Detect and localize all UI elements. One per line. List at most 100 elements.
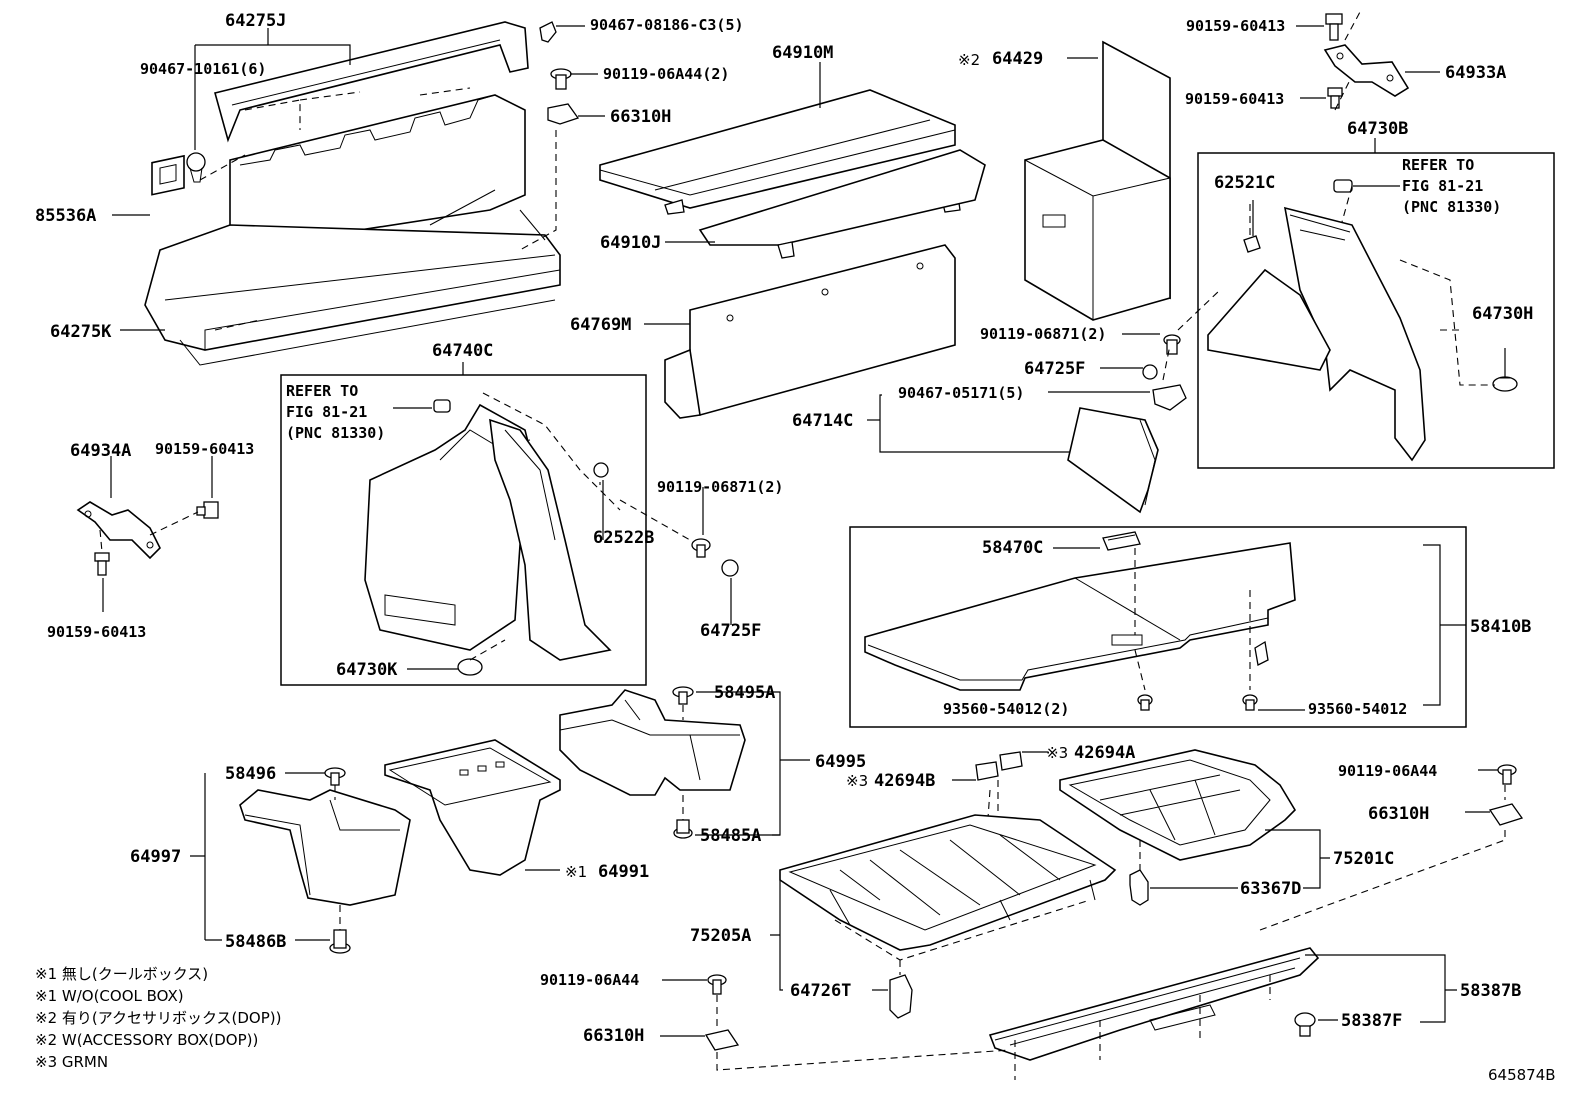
screw-93560-54012-a	[1137, 694, 1153, 711]
clip-58410B-hook	[1254, 640, 1269, 666]
clip-66310H-bottom	[704, 1029, 740, 1051]
screw-90119-06A44-right	[1497, 764, 1517, 785]
label-64714C: 64714C	[792, 411, 853, 431]
part-58410B	[864, 542, 1296, 691]
label-58387B: 58387B	[1460, 981, 1521, 1001]
part-64730B	[1207, 206, 1426, 462]
label-90159-60413-a: 90159-60413	[1186, 17, 1285, 35]
part-42694B	[975, 761, 999, 781]
part-42694A	[999, 751, 1023, 771]
part-85536A	[151, 154, 185, 196]
screw-90119-06A44-top	[550, 68, 572, 90]
label-63367D: 63367D	[1240, 879, 1301, 899]
label-58470C: 58470C	[982, 538, 1043, 558]
label-64275K: 64275K	[50, 322, 112, 342]
legend-line-3: ※2 有り(アクセサリボックス(DOP))	[35, 1009, 282, 1027]
clip-66310H-right	[1488, 803, 1524, 826]
refer-64740C-line2: FIG 81-21	[286, 403, 367, 421]
label-64933A: 64933A	[1445, 63, 1506, 83]
part-64995	[559, 689, 746, 796]
label-75201C: 75201C	[1333, 849, 1394, 869]
part-64997	[239, 789, 411, 906]
label-64997: 64997	[130, 847, 181, 867]
label-58486B: 58486B	[225, 932, 286, 952]
label-64910M: 64910M	[772, 43, 833, 63]
refer-64740C-line3: (PNC 81330)	[286, 424, 385, 442]
part-64934A	[76, 501, 161, 560]
label-85536A: 85536A	[35, 206, 96, 226]
label-62522B: 62522B	[593, 528, 654, 548]
label-90159-60413-c: 90159-60413	[155, 440, 254, 458]
part-64933A	[1323, 44, 1410, 97]
screw-90119-06A44-bottom	[707, 974, 727, 995]
label-64910J: 64910J	[600, 233, 661, 253]
label-66310H-bottom: 66310H	[583, 1026, 644, 1046]
label-58495A: 58495A	[714, 683, 775, 703]
mark-3-42694B: ※3	[846, 772, 868, 790]
part-58387B	[988, 947, 1320, 1061]
label-90467-10161: 90467-10161(6)	[140, 60, 266, 78]
label-66310H-top: 66310H	[610, 107, 671, 127]
clip-90467-10161	[186, 152, 206, 183]
label-64995: 64995	[815, 752, 866, 772]
mark-3-42694A: ※3	[1046, 744, 1068, 762]
bolt-90159-60413-a	[1325, 13, 1343, 41]
part-75201C	[1059, 749, 1297, 861]
label-90119-06A44-right: 90119-06A44	[1338, 762, 1437, 780]
label-64991: 64991	[598, 862, 649, 882]
frame-64730B	[1197, 152, 1555, 469]
label-64725F-b: 64725F	[700, 621, 761, 641]
clip-refer-64740C	[433, 399, 451, 413]
clip-58486B	[329, 929, 351, 954]
clip-90467-08186	[539, 21, 557, 43]
clip-58387F	[1294, 1012, 1316, 1037]
clip-63367D	[1129, 869, 1149, 906]
label-64429: 64429	[992, 49, 1043, 69]
label-58387F: 58387F	[1341, 1011, 1402, 1031]
part-64769M	[664, 244, 956, 419]
part-64275K	[144, 94, 561, 366]
label-64725F-a: 64725F	[1024, 359, 1085, 379]
bolt-90159-60413-b	[1327, 87, 1343, 109]
bolt-90159-60413-c	[196, 501, 219, 519]
screw-58495A	[672, 686, 694, 705]
label-42694B: 42694B	[874, 771, 935, 791]
label-90119-06A44-2: 90119-06A44(2)	[603, 65, 729, 83]
clip-62521C	[1243, 235, 1261, 253]
part-64910J	[698, 149, 986, 259]
bolt-90159-60413-d	[94, 552, 110, 576]
mark-2-64429: ※2	[958, 51, 980, 69]
screw-93560-54012-b	[1242, 694, 1258, 711]
screw-90119-06871-a	[1163, 334, 1181, 355]
refer-64730B-line3: (PNC 81330)	[1402, 198, 1501, 216]
label-90119-06871-b: 90119-06871(2)	[657, 478, 783, 496]
label-90119-06A44-bottom: 90119-06A44	[540, 971, 639, 989]
clip-64725F-b	[721, 559, 739, 577]
legend-line-5: ※3 GRMN	[35, 1053, 108, 1071]
label-58485A: 58485A	[700, 826, 761, 846]
part-64991	[384, 739, 561, 876]
frame-58410B	[849, 526, 1467, 728]
label-64730H: 64730H	[1472, 304, 1533, 324]
legend-line-2: ※1 W/O(COOL BOX)	[35, 987, 184, 1005]
label-42694A: 42694A	[1074, 743, 1135, 763]
label-90159-60413-d: 90159-60413	[47, 623, 146, 641]
label-64730K: 64730K	[336, 660, 398, 680]
label-93560-54012-2: 93560-54012(2)	[943, 700, 1069, 718]
screw-90119-06871-b	[691, 538, 711, 558]
part-64429	[1024, 40, 1171, 624]
legend-line-4: ※2 W(ACCESSORY BOX(DOP))	[35, 1031, 258, 1049]
clip-64730K	[457, 658, 483, 676]
label-75205A: 75205A	[690, 926, 751, 946]
part-64730K	[489, 418, 612, 661]
legend-line-1: ※1 無し(クールボックス)	[35, 965, 208, 983]
screw-58496	[324, 767, 346, 786]
part-58470C	[1102, 531, 1141, 551]
clip-64730H	[1492, 376, 1518, 392]
label-90467-08186: 90467-08186-C3(5)	[590, 16, 744, 34]
part-64275J	[214, 21, 529, 143]
part-75205A	[779, 814, 1117, 951]
part-64714C	[1067, 407, 1159, 514]
label-64275J: 64275J	[225, 11, 286, 31]
